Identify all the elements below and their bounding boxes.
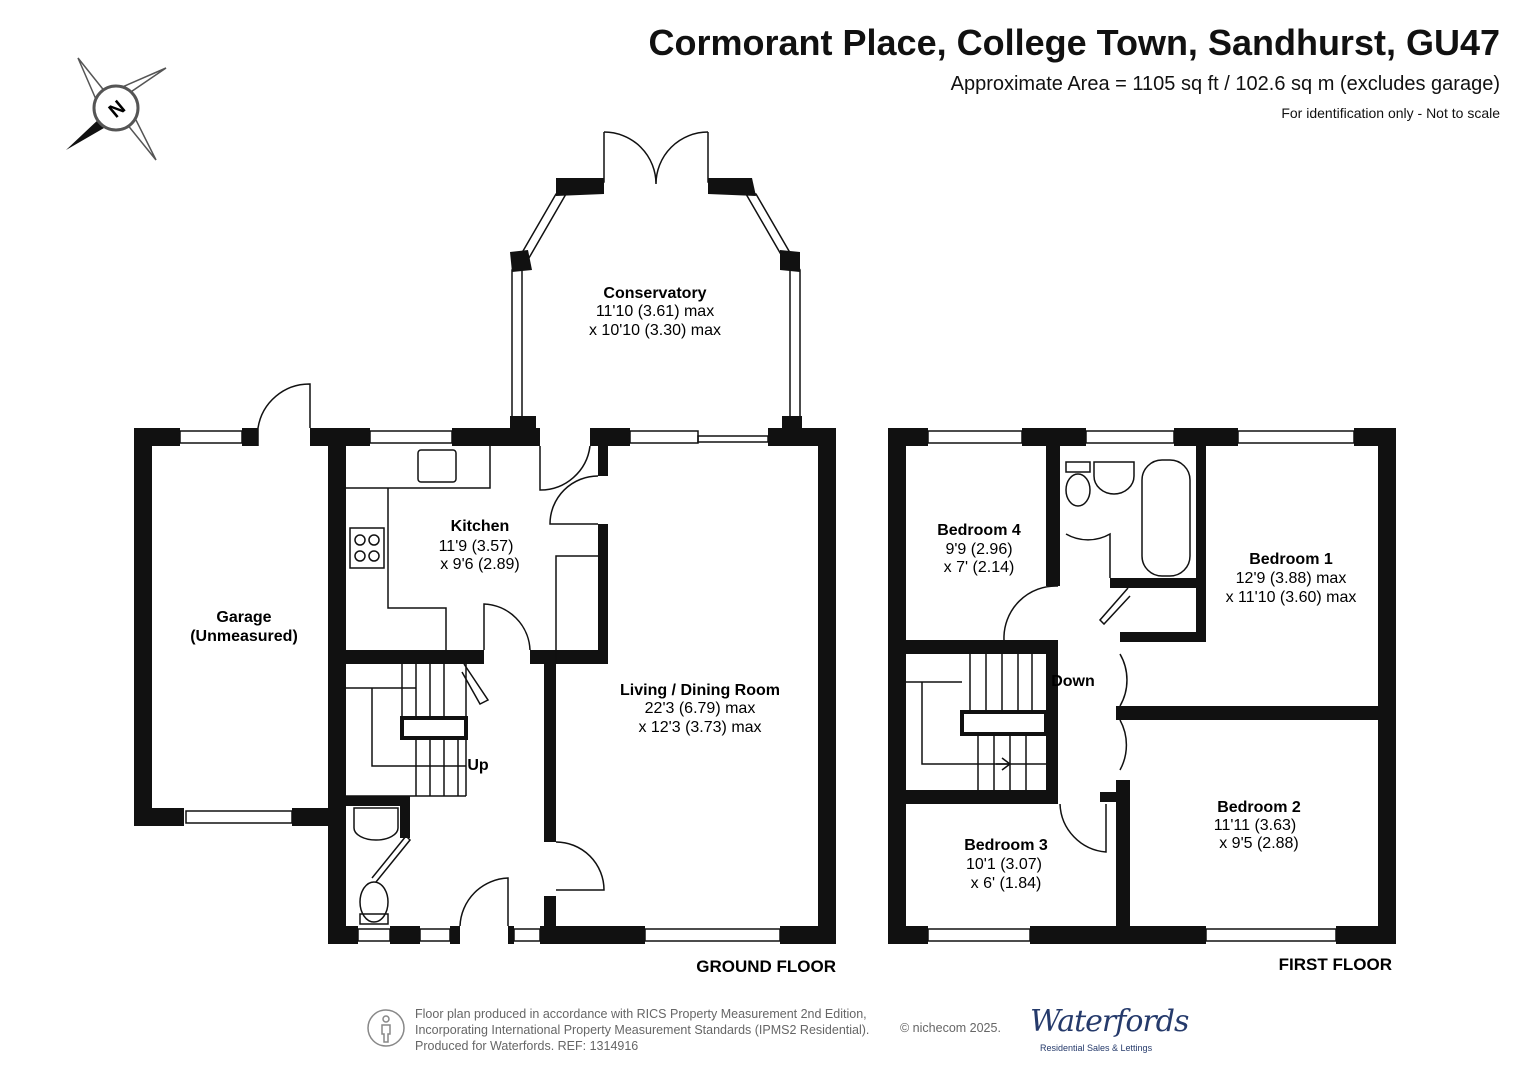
ground-floor-details	[179, 131, 801, 942]
footer-line-2: Incorporating International Property Mea…	[415, 1023, 870, 1037]
footer-disclaimer: Floor plan produced in accordance with R…	[415, 1006, 869, 1054]
stairs-down-label: Down	[1051, 673, 1095, 690]
bedroom4-dim1: 9'9 (2.96)	[945, 541, 1012, 558]
bedroom3-name: Bedroom 3	[964, 837, 1048, 854]
conservatory-dim1: 11'10 (3.61) max	[596, 303, 714, 320]
footer-line-3: Produced for Waterfords. REF: 1314916	[415, 1039, 639, 1053]
living-dining-dim1: 22'3 (6.79) max	[645, 700, 756, 717]
bedroom4-name: Bedroom 4	[937, 522, 1021, 539]
first-floor-details	[906, 430, 1355, 942]
bedroom1-name: Bedroom 1	[1249, 551, 1333, 568]
garage-dim1: (Unmeasured)	[190, 628, 298, 645]
bedroom2-dim2: x 9'5 (2.88)	[1219, 835, 1299, 852]
kitchen-dim1: 11'9 (3.57)	[439, 538, 514, 555]
bedroom1-dim1: 12'9 (3.88) max	[1236, 570, 1347, 587]
bedroom1-dim2: x 11'10 (3.60) max	[1226, 589, 1357, 606]
rics-person-icon	[367, 1009, 405, 1047]
bedroom2-name: Bedroom 2	[1217, 799, 1301, 816]
first-floor-plan	[888, 428, 1396, 944]
first-floor-label: FIRST FLOOR	[1279, 955, 1392, 974]
waterfords-logo: Waterfords	[1030, 1004, 1189, 1039]
ground-floor-plan	[134, 428, 836, 944]
conservatory-name: Conservatory	[603, 285, 706, 302]
north-compass-icon: N	[66, 57, 167, 161]
waterfords-tagline: Residential Sales & Lettings	[1040, 1043, 1153, 1053]
identification-note: For identification only - Not to scale	[1281, 105, 1500, 121]
property-title: Cormorant Place, College Town, Sandhurst…	[648, 22, 1500, 63]
first-floor-labels: Bedroom 4 9'9 (2.96) x 7' (2.14) Bedroom…	[937, 522, 1356, 892]
bedroom4-dim2: x 7' (2.14)	[944, 559, 1015, 576]
garage-name: Garage	[216, 609, 271, 626]
bedroom3-dim2: x 6' (1.84)	[971, 875, 1042, 892]
stairs-up-label: Up	[467, 757, 489, 774]
copyright-notice: © nichecom 2025.	[900, 1021, 1001, 1035]
bedroom3-dim1: 10'1 (3.07)	[966, 856, 1042, 873]
conservatory-dim2: x 10'10 (3.30) max	[589, 322, 721, 339]
bedroom2-dim1: 11'11 (3.63)	[1214, 817, 1297, 834]
footer-line-1: Floor plan produced in accordance with R…	[415, 1007, 867, 1021]
approximate-area: Approximate Area = 1105 sq ft / 102.6 sq…	[950, 73, 1500, 95]
conservatory-walls	[510, 178, 802, 430]
living-dining-dim2: x 12'3 (3.73) max	[638, 719, 761, 736]
kitchen-name: Kitchen	[451, 518, 510, 535]
floor-plan: N	[66, 57, 1396, 976]
living-dining-name: Living / Dining Room	[620, 682, 780, 699]
ground-floor-labels: Conservatory 11'10 (3.61) max x 10'10 (3…	[190, 285, 780, 774]
kitchen-dim2: x 9'6 (2.89)	[440, 556, 520, 573]
ground-floor-label: GROUND FLOOR	[696, 957, 836, 976]
